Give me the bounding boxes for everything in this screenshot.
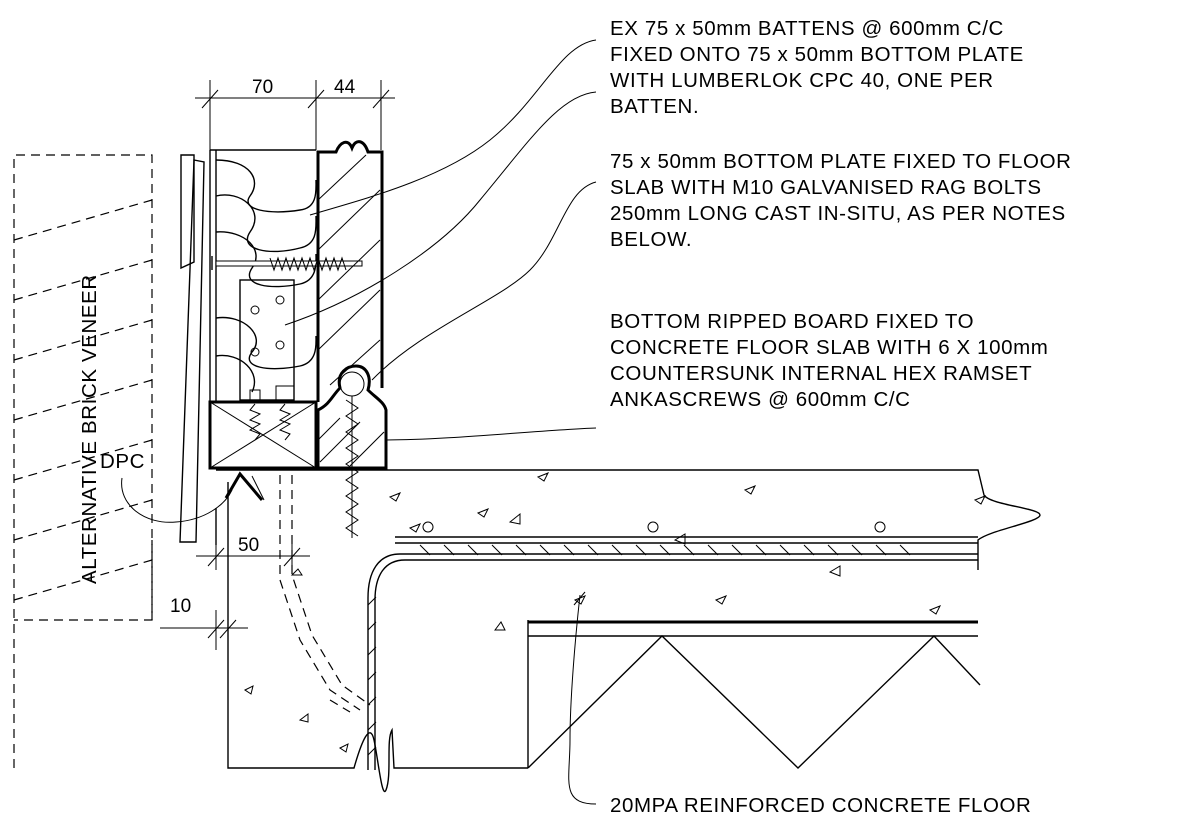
ripped-board <box>316 364 388 538</box>
note-bottom-plate: 75 x 50mm BOTTOM PLATE FIXED TO FLOOR SL… <box>610 150 1072 251</box>
note-battens: EX 75 x 50mm BATTENS @ 600mm C/C FIXED O… <box>610 17 1024 118</box>
rebar-hatch <box>367 544 911 756</box>
bottom-plate <box>208 385 318 470</box>
note-board-line-4: ANKASCREWS @ 600mm C/C <box>610 388 911 411</box>
brick-veneer-outline <box>13 154 153 768</box>
dpc-membrane <box>224 471 265 501</box>
dpc-leader <box>121 477 233 523</box>
note-battens-line-2: FIXED ONTO 75 x 50mm BOTTOM PLATE <box>610 43 1024 66</box>
note-plate-line-2: SLAB WITH M10 GALVANISED RAG BOLTS <box>610 176 1042 199</box>
wall-cavity <box>209 149 317 402</box>
note-ripped-board: BOTTOM RIPPED BOARD FIXED TO CONCRETE FL… <box>610 310 1048 411</box>
concrete-slab <box>215 469 1041 793</box>
note-board-line-2: CONCRETE FLOOR SLAB WITH 6 X 100mm <box>610 336 1048 359</box>
dpc-label: DPC <box>100 450 145 473</box>
dim-50: 50 <box>238 535 259 556</box>
note-plate-line-3: 250mm LONG CAST IN-SITU, AS PER NOTES <box>610 202 1066 225</box>
dim-70: 70 <box>252 77 273 98</box>
brick-veneer-label: ALTERNATIVE BRICK VENEER <box>78 274 101 584</box>
note-leaders <box>284 39 597 805</box>
note-battens-line-4: BATTEN. <box>610 95 699 118</box>
dimension-lines <box>160 80 395 650</box>
timber-batten <box>316 140 384 402</box>
dim-10: 10 <box>170 596 191 617</box>
note-battens-line-3: WITH LUMBERLOK CPC 40, ONE PER <box>610 69 994 92</box>
lumberlok-plate <box>239 279 295 401</box>
note-plate-line-4: BELOW. <box>610 228 692 251</box>
dim-44: 44 <box>334 77 356 98</box>
note-plate-line-1: 75 x 50mm BOTTOM PLATE FIXED TO FLOOR <box>610 150 1072 173</box>
cladding-board <box>179 154 205 543</box>
note-floor: 20MPA REINFORCED CONCRETE FLOOR <box>610 794 1031 817</box>
note-board-line-3: COUNTERSUNK INTERNAL HEX RAMSET <box>610 362 1032 385</box>
note-board-line-1: BOTTOM RIPPED BOARD FIXED TO <box>610 310 974 333</box>
note-battens-line-1: EX 75 x 50mm BATTENS @ 600mm C/C <box>610 17 1004 40</box>
batten-screw <box>211 256 363 272</box>
